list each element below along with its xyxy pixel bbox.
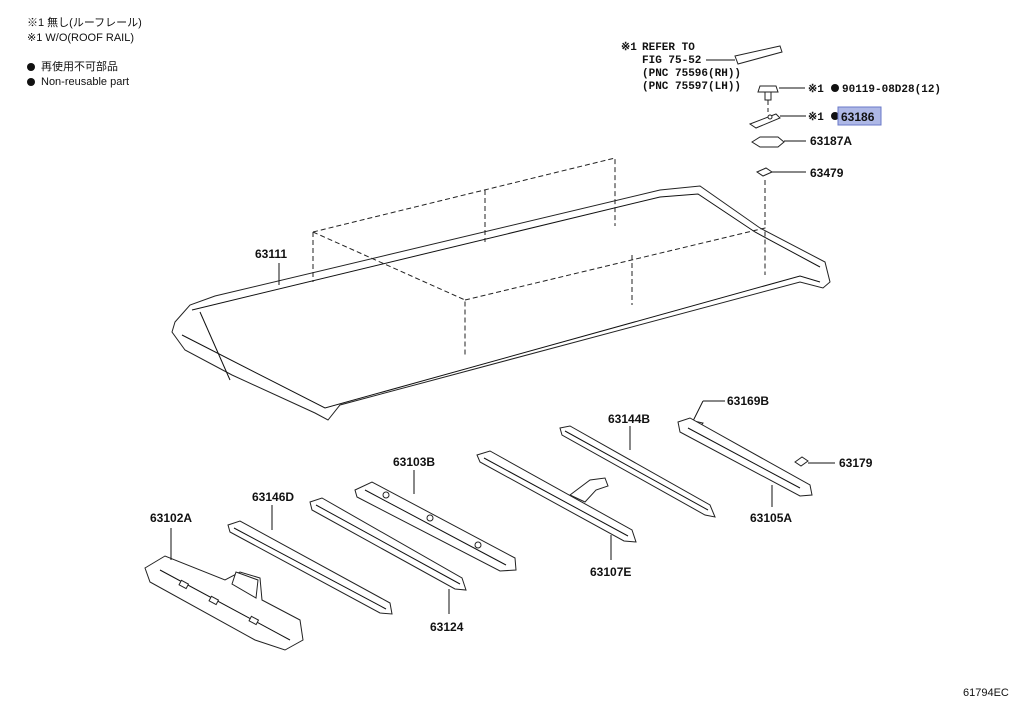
roof-rail-cover-part	[734, 45, 783, 65]
legend-row-en: Non-reusable part	[27, 75, 129, 90]
refer-line-4: (PNC 75597(LH))	[642, 81, 741, 93]
mark-63186: ※1	[808, 111, 824, 124]
refer-line-1: REFER TO	[642, 42, 695, 54]
callout-63107E: 63107E	[590, 565, 631, 579]
legend-text-jp: 再使用不可部品	[41, 61, 118, 73]
roof-bow-63103B	[354, 481, 517, 572]
callout-63111: 63111	[255, 247, 287, 261]
callout-63124: 63124	[430, 620, 464, 634]
clip-63479-part	[755, 167, 774, 177]
refer-line-3: (PNC 75596(RH))	[642, 68, 741, 80]
callout-63179: 63179	[839, 456, 873, 470]
bracket-63187A-part	[751, 136, 785, 148]
callout-63105A: 63105A	[750, 511, 792, 525]
roof-reinforcement-63124	[309, 497, 467, 591]
legend-text-en: Non-reusable part	[41, 76, 130, 88]
callout-63479: 63479	[810, 166, 844, 180]
non-reusable-dot-icon	[27, 78, 35, 86]
roof-bow-63107E	[476, 450, 637, 543]
mark-90119: ※1	[808, 83, 824, 96]
non-reusable-dot-icon	[831, 84, 839, 92]
applicability-note: ※1 無し(ルーフレール) ※1 W/O(ROOF RAIL)	[27, 16, 142, 46]
note-english: ※1 W/O(ROOF RAIL)	[27, 32, 134, 44]
figure-code: 61794EC	[963, 687, 1009, 699]
clip-63179-part	[794, 456, 809, 467]
non-reusable-dot-icon	[831, 112, 839, 120]
callout-63144B: 63144B	[608, 412, 650, 426]
leader-63169B-tail	[692, 400, 704, 422]
callout-63102A: 63102A	[150, 511, 192, 525]
note-japanese: ※1 無し(ルーフレール)	[27, 17, 142, 29]
non-reusable-dot-icon	[27, 63, 35, 71]
refer-mark: ※1	[621, 41, 637, 54]
callout-63103B: 63103B	[393, 455, 435, 469]
roof-panel-63111	[171, 157, 831, 421]
bolt-part	[757, 85, 779, 101]
callout-90119: 90119-08D28(12)	[842, 84, 941, 96]
bracket-63186-part	[748, 113, 781, 129]
roof-header-63105A	[677, 417, 813, 497]
refer-line-2: FIG 75-52	[642, 55, 701, 67]
legend: 再使用不可部品 Non-reusable part	[27, 60, 129, 90]
callout-63146D: 63146D	[252, 490, 294, 504]
roof-bow-63144B	[559, 425, 716, 518]
callout-63187A: 63187A	[810, 134, 852, 148]
legend-row-jp: 再使用不可部品	[27, 60, 129, 75]
callout-63186: 63186	[841, 110, 875, 124]
roof-reinforcement-63146D	[227, 520, 393, 615]
front-header-63102A	[144, 555, 304, 651]
highlight-63186	[837, 106, 882, 126]
callout-63169B: 63169B	[727, 394, 769, 408]
